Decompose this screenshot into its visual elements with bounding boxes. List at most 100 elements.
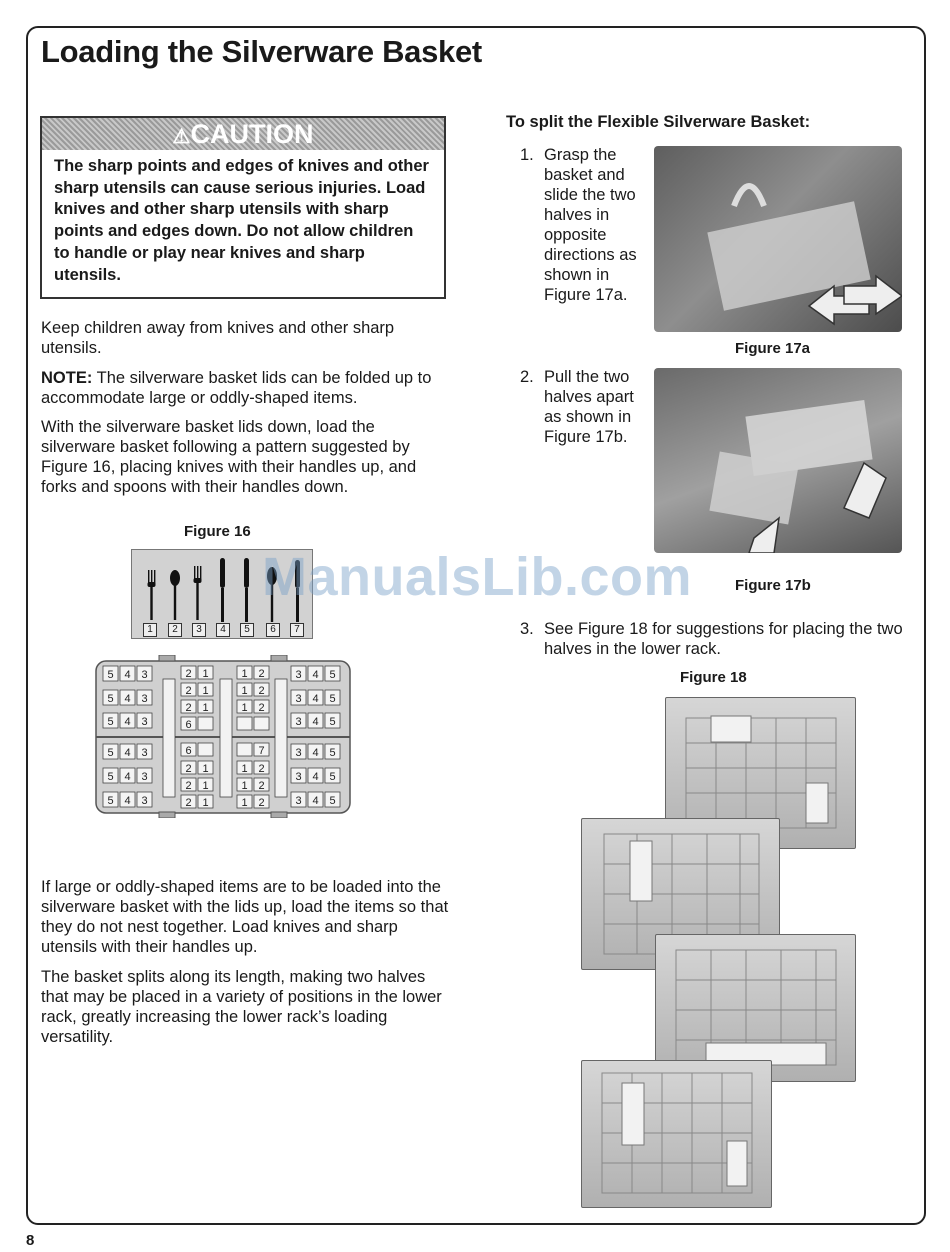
svg-text:2: 2 — [258, 702, 264, 714]
note-paragraph: NOTE: The silverware basket lids can be … — [41, 368, 451, 408]
page-number: 8 — [26, 1232, 35, 1249]
svg-text:4: 4 — [312, 795, 318, 807]
svg-text:3: 3 — [295, 747, 301, 759]
svg-text:4: 4 — [124, 771, 130, 783]
svg-text:2: 2 — [185, 780, 191, 792]
cutlery-number-row: 1 2 3 4 5 6 7 — [132, 623, 312, 637]
svg-text:5: 5 — [329, 795, 335, 807]
cutlery-number: 3 — [192, 623, 206, 637]
svg-text:4: 4 — [124, 747, 130, 759]
svg-text:5: 5 — [329, 716, 335, 728]
page-frame — [26, 26, 926, 1225]
caution-box: ⚠CAUTION The sharp points and edges of k… — [40, 116, 446, 299]
svg-text:3: 3 — [141, 716, 147, 728]
paragraph-lids-up: If large or oddly-shaped items are to be… — [41, 878, 449, 956]
step-2: 2. Pull the two halves apart as shown in… — [520, 367, 644, 447]
paragraph-loading-pattern: With the silverware basket lids down, lo… — [41, 418, 417, 496]
svg-text:2: 2 — [258, 668, 264, 680]
cutlery-number: 2 — [168, 623, 182, 637]
cutlery-number: 7 — [290, 623, 304, 637]
svg-text:4: 4 — [312, 693, 318, 705]
svg-text:5: 5 — [107, 669, 113, 681]
svg-text:4: 4 — [124, 669, 130, 681]
svg-text:1: 1 — [241, 780, 247, 792]
svg-text:4: 4 — [124, 795, 130, 807]
svg-text:3: 3 — [141, 747, 147, 759]
step-3: 3. See Figure 18 for suggestions for pla… — [520, 619, 914, 659]
figure-17b-label: Figure 17b — [735, 577, 811, 594]
svg-text:2: 2 — [185, 668, 191, 680]
svg-text:3: 3 — [141, 795, 147, 807]
svg-text:3: 3 — [295, 716, 301, 728]
step-1: 1. Grasp the basket and slide the two ha… — [520, 145, 644, 305]
figure-16-cutlery-diagram: 1 2 3 4 5 6 7 — [131, 549, 313, 639]
svg-text:1: 1 — [202, 668, 208, 680]
svg-text:2: 2 — [185, 797, 191, 809]
svg-text:1: 1 — [241, 668, 247, 680]
svg-text:4: 4 — [312, 771, 318, 783]
svg-text:3: 3 — [141, 771, 147, 783]
svg-text:2: 2 — [258, 685, 264, 697]
step-1-text: Grasp the basket and slide the two halve… — [544, 146, 637, 304]
figure-17b-photo — [654, 368, 902, 553]
svg-text:1: 1 — [202, 685, 208, 697]
step-2-text: Pull the two halves apart as shown in Fi… — [544, 368, 634, 446]
split-basket-heading: To split the Flexible Silverware Basket: — [506, 113, 811, 131]
svg-text:5: 5 — [329, 693, 335, 705]
svg-text:1: 1 — [241, 763, 247, 775]
svg-text:5: 5 — [107, 693, 113, 705]
svg-text:5: 5 — [329, 747, 335, 759]
svg-text:2: 2 — [185, 763, 191, 775]
svg-text:5: 5 — [107, 771, 113, 783]
svg-text:2: 2 — [258, 797, 264, 809]
svg-text:3: 3 — [295, 693, 301, 705]
note-label: NOTE: — [41, 369, 93, 387]
step-2-number: 2. — [520, 368, 534, 386]
svg-text:1: 1 — [241, 685, 247, 697]
paragraph-children-safety: Keep children away from knives and other… — [41, 319, 395, 357]
svg-text:4: 4 — [312, 669, 318, 681]
svg-text:4: 4 — [124, 716, 130, 728]
svg-text:3: 3 — [295, 669, 301, 681]
watermark: ManualsLib.com — [262, 547, 693, 607]
caution-text: The sharp points and edges of knives and… — [54, 157, 429, 284]
svg-text:2: 2 — [185, 685, 191, 697]
svg-text:5: 5 — [329, 669, 335, 681]
warning-icon: ⚠ — [172, 126, 191, 148]
svg-text:5: 5 — [107, 747, 113, 759]
svg-text:5: 5 — [107, 716, 113, 728]
svg-text:5: 5 — [107, 795, 113, 807]
svg-text:1: 1 — [202, 797, 208, 809]
svg-text:4: 4 — [124, 693, 130, 705]
step-1-number: 1. — [520, 146, 534, 164]
cutlery-number: 4 — [216, 623, 230, 637]
svg-text:7: 7 — [258, 745, 264, 757]
cutlery-number: 1 — [143, 623, 157, 637]
svg-text:1: 1 — [202, 780, 208, 792]
svg-text:1: 1 — [202, 702, 208, 714]
figure-18-label: Figure 18 — [680, 669, 747, 686]
step-3-text: See Figure 18 for suggestions for placin… — [544, 620, 903, 658]
cutlery-number: 6 — [266, 623, 280, 637]
svg-text:1: 1 — [241, 702, 247, 714]
page-title: Loading the Silverware Basket — [41, 34, 482, 69]
svg-text:2: 2 — [258, 780, 264, 792]
caution-heading: ⚠CAUTION — [42, 118, 444, 150]
figure-17a-label: Figure 17a — [735, 340, 811, 357]
svg-text:5: 5 — [329, 771, 335, 783]
figure-17a-photo — [654, 146, 902, 332]
svg-text:4: 4 — [312, 747, 318, 759]
svg-text:3: 3 — [295, 771, 301, 783]
figure-16-label: Figure 16 — [184, 523, 251, 540]
svg-text:4: 4 — [312, 716, 318, 728]
svg-text:1: 1 — [241, 797, 247, 809]
figure-18-rack-photo-3 — [655, 934, 856, 1082]
svg-text:6: 6 — [185, 719, 191, 731]
svg-text:1: 1 — [202, 763, 208, 775]
step-3-number: 3. — [520, 620, 534, 638]
svg-text:3: 3 — [141, 693, 147, 705]
svg-text:2: 2 — [258, 763, 264, 775]
svg-text:6: 6 — [185, 745, 191, 757]
caution-heading-text: CAUTION — [190, 119, 314, 149]
